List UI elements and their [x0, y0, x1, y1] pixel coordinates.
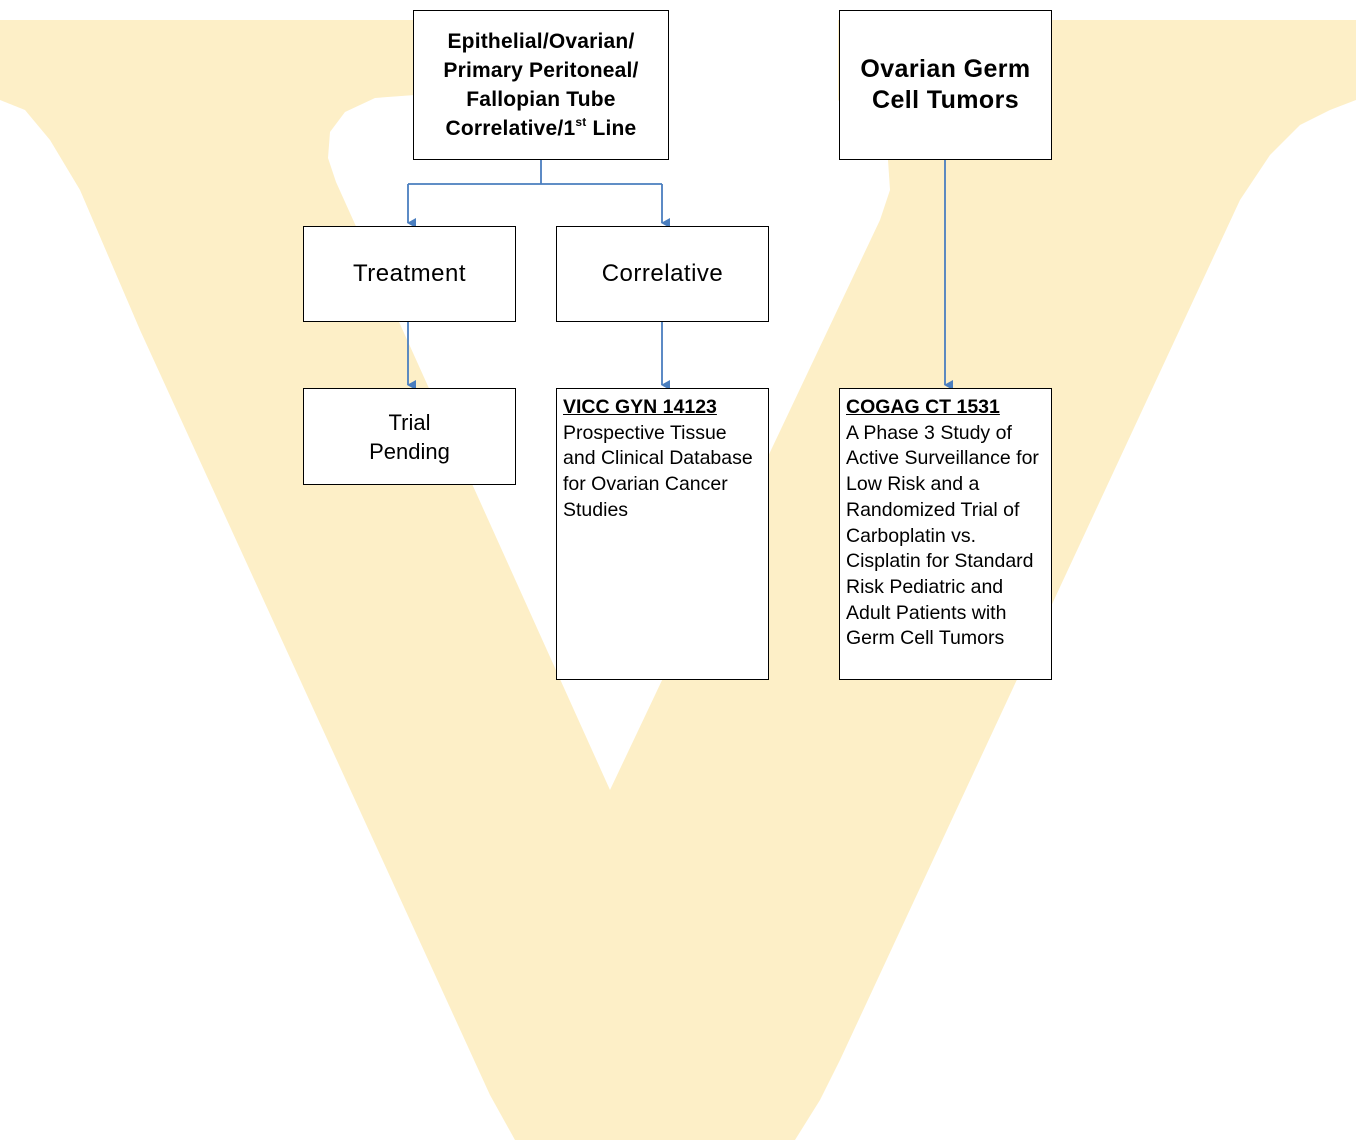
epithelial-line-2: Primary Peritoneal/	[443, 59, 639, 82]
germ-cell-line-2: Cell Tumors	[871, 86, 1019, 114]
epithelial-line-4: Correlative/1st Line	[443, 114, 638, 143]
epithelial-line-3: Fallopian Tube	[466, 88, 616, 111]
correlative-box: Correlative	[556, 226, 769, 322]
connector-epithelial-split	[408, 160, 662, 185]
epithelial-box: Epithelial/Ovarian/ Primary Peritoneal/ …	[413, 10, 669, 160]
cogag-trial-box: COGAG CT 1531 A Phase 3 Study of Active …	[839, 388, 1052, 680]
vicc-trial-id: VICC GYN 14123	[563, 396, 717, 418]
treatment-box: Treatment	[303, 226, 516, 322]
germ-cell-line-1: Ovarian Germ	[860, 55, 1031, 83]
treatment-label: Treatment	[353, 260, 466, 287]
trial-pending-line-2: Pending	[369, 438, 450, 464]
epithelial-line-4-sup: st	[575, 115, 587, 129]
trial-pending-box: Trial Pending	[303, 388, 516, 485]
cogag-trial-id: COGAG CT 1531	[846, 396, 1000, 418]
epithelial-line-4-suffix: Line	[586, 117, 637, 140]
trial-pending-line-1: Trial	[388, 409, 431, 435]
epithelial-title: Epithelial/Ovarian/ Primary Peritoneal/ …	[443, 27, 638, 143]
trial-pending-label: Trial Pending	[369, 408, 450, 466]
cogag-trial-description: A Phase 3 Study of Active Surveillance f…	[846, 421, 1039, 650]
vicc-trial-box: VICC GYN 14123 Prospective Tissue and Cl…	[556, 388, 769, 680]
germ-cell-box: Ovarian Germ Cell Tumors	[839, 10, 1052, 160]
epithelial-line-1: Epithelial/Ovarian/	[447, 30, 635, 53]
epithelial-line-4-prefix: Correlative/1	[445, 117, 576, 140]
correlative-label: Correlative	[601, 260, 724, 287]
vicc-trial-description: Prospective Tissue and Clinical Database…	[563, 421, 753, 521]
germ-cell-title: Ovarian Germ Cell Tumors	[860, 54, 1030, 116]
